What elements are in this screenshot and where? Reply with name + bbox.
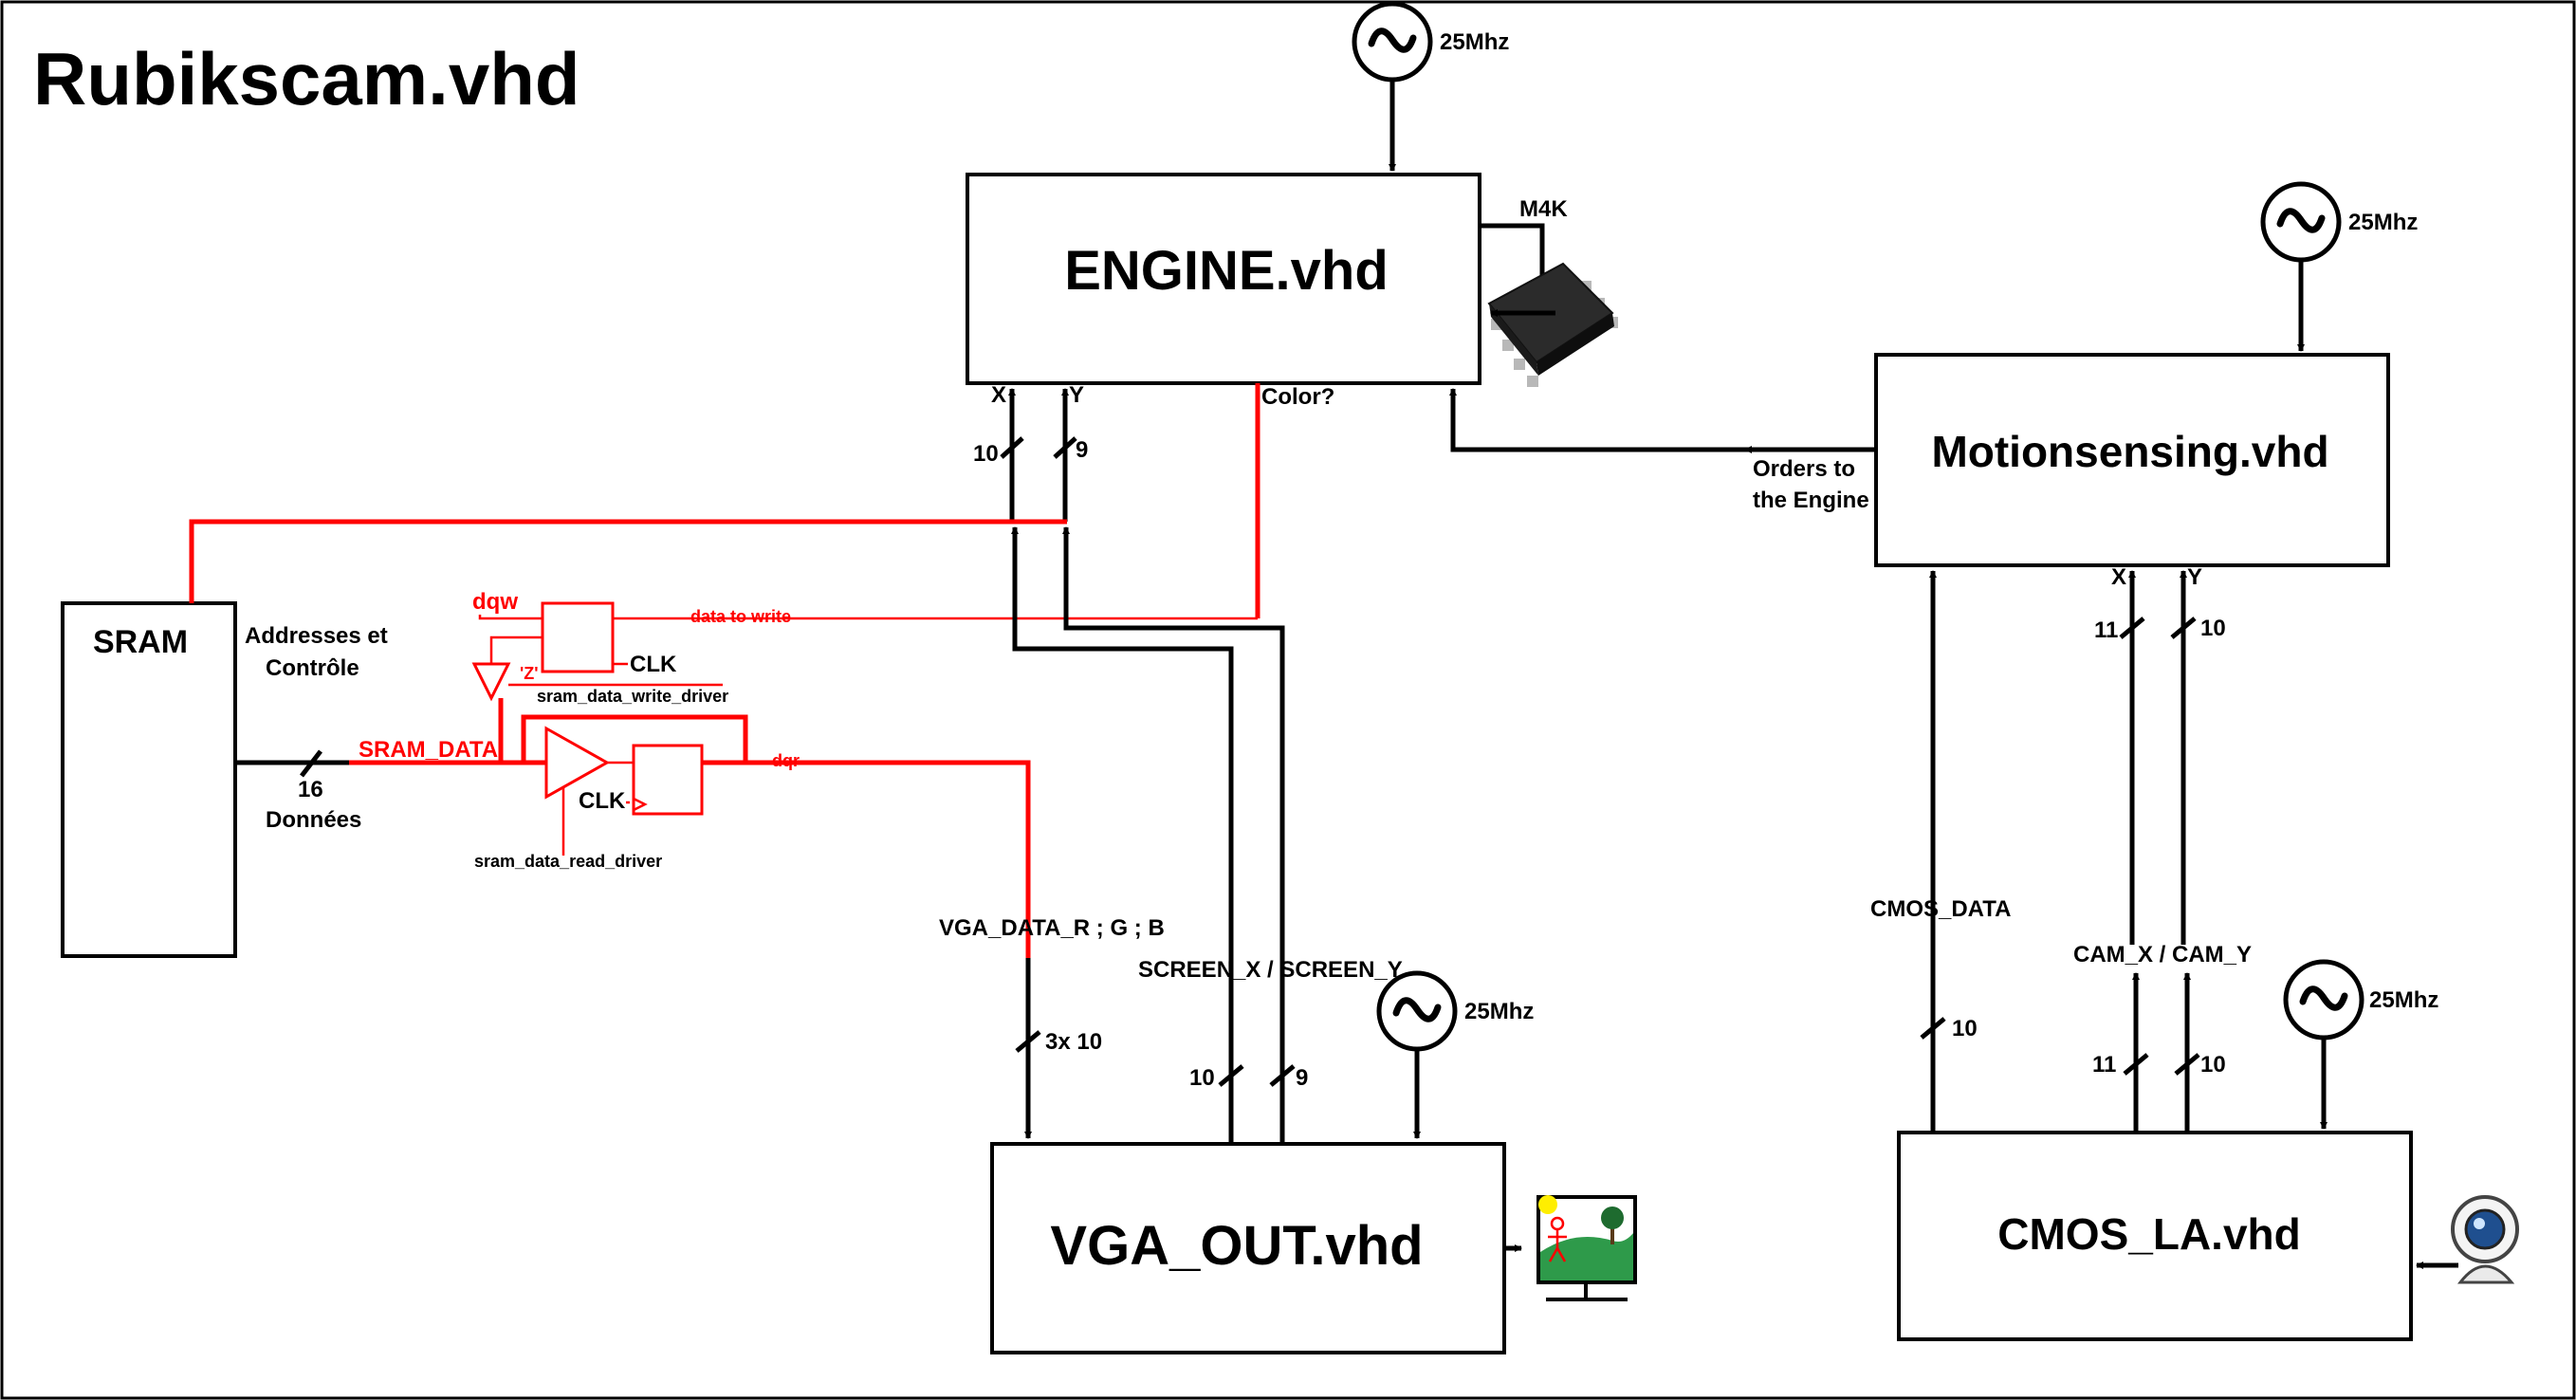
sram-data-label: SRAM_DATA (359, 737, 498, 763)
vga-out-block-title: VGA_OUT.vhd (1050, 1215, 1423, 1277)
bus-width-9: 9 (1076, 437, 1088, 463)
sram-bus-width: 16 (298, 777, 323, 802)
write-driver-label: sram_data_write_driver (537, 687, 728, 706)
orders-label-line2: the Engine (1753, 488, 1869, 513)
clock-label: 25Mhz (2348, 210, 2418, 235)
read-driver-label: sram_data_read_driver (474, 852, 662, 871)
vga-clock: 25Mhz (1376, 970, 1534, 1052)
sram-block (61, 601, 237, 958)
m4k-chip-icon (1487, 262, 1618, 387)
cmos-data-bus-width: 10 (1952, 1016, 1978, 1041)
z-label: 'Z' (520, 664, 539, 683)
dqr-label: dqr (772, 751, 800, 770)
screen-xy-label: SCREEN_X / SCREEN_Y (1138, 957, 1403, 983)
motion-x-label: X (2111, 564, 2126, 590)
bus-width-10: 10 (973, 441, 999, 467)
dqw-label: dqw (472, 589, 518, 615)
read-buffer (544, 726, 611, 800)
read-register (632, 744, 704, 816)
motion-bus-width-10: 10 (2200, 616, 2226, 641)
cmos-bus-width-10: 10 (2200, 1052, 2226, 1078)
sram-block-title: SRAM (93, 624, 188, 660)
vga-bus-width-9: 9 (1296, 1065, 1308, 1091)
engine-clock: 25Mhz (1352, 1, 1509, 83)
engine-y-label: Y (1069, 382, 1084, 408)
motion-y-label: Y (2187, 564, 2202, 590)
cam-xy-label: CAM_X / CAM_Y (2073, 942, 2252, 967)
motionsensing-block (1874, 353, 2390, 567)
address-label-line2: Contrôle (266, 655, 359, 681)
cmos-la-block (1897, 1131, 2413, 1341)
vga-data-label: VGA_DATA_R ; G ; B (939, 915, 1165, 941)
write-clk-label: CLK (630, 652, 677, 677)
monitor-icon (1536, 1195, 1637, 1301)
cmos-data-label: CMOS_DATA (1870, 896, 2011, 922)
cmos-bus-width-11: 11 (2092, 1052, 2116, 1078)
write-tristate-buffer (471, 662, 511, 702)
address-label-line1: Addresses et (245, 623, 388, 649)
engine-block (966, 173, 1481, 385)
vga-data-bus-width: 3x 10 (1045, 1029, 1102, 1055)
data-to-write-label: data to write (690, 607, 791, 626)
engine-block-title: ENGINE.vhd (1064, 240, 1389, 302)
donnees-label: Données (266, 807, 361, 833)
cmos-clock: 25Mhz (2283, 959, 2438, 1041)
clock-label: 25Mhz (2369, 987, 2438, 1013)
clock-label: 25Mhz (1440, 29, 1509, 55)
engine-x-label: X (991, 382, 1006, 408)
motionsensing-block-title: Motionsensing.vhd (1931, 427, 2328, 476)
cmos-la-block-title: CMOS_LA.vhd (1997, 1209, 2300, 1259)
motion-clock: 25Mhz (2260, 181, 2418, 263)
write-register (541, 601, 615, 673)
vga-bus-width-10: 10 (1189, 1065, 1215, 1091)
m4k-label: M4K (1519, 196, 1568, 222)
clock-label: 25Mhz (1464, 999, 1534, 1024)
orders-label-line1: Orders to (1753, 456, 1855, 482)
webcam-icon (2451, 1195, 2519, 1284)
vga-out-block (990, 1142, 1506, 1354)
motion-bus-width-11: 11 (2094, 617, 2118, 643)
diagram-title: Rubikscam.vhd (33, 37, 580, 120)
engine-color-label: Color? (1261, 384, 1334, 410)
read-clk-label: CLK (579, 788, 626, 814)
